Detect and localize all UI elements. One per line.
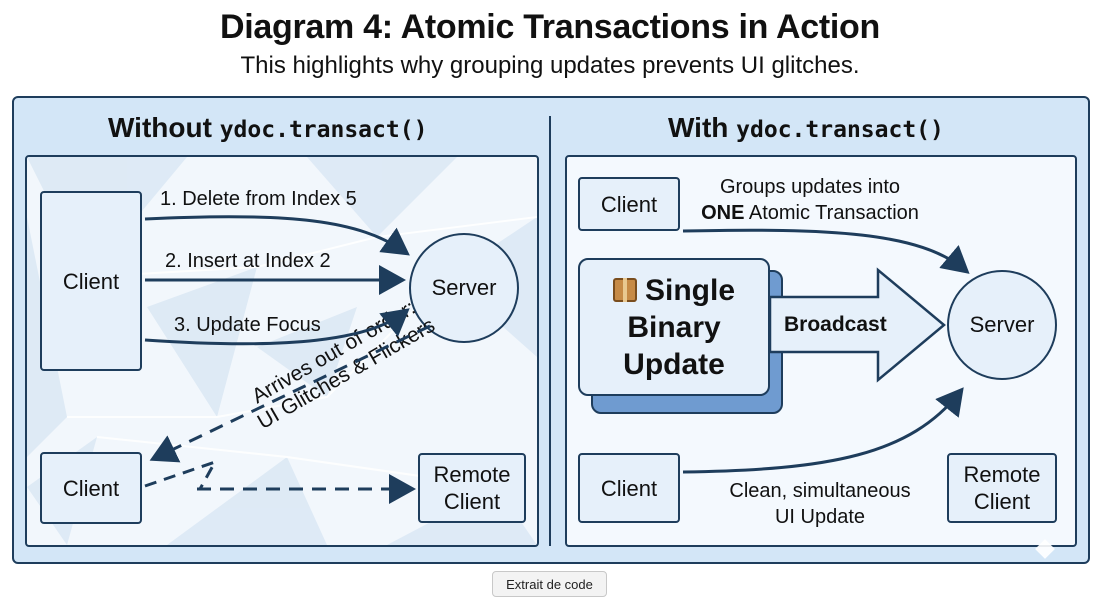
dashed-bottom-client-link: [144, 459, 219, 490]
right-title-prefix: With: [668, 112, 737, 143]
client-node-bottom-left: Client: [40, 452, 142, 524]
step-1-arrow: [144, 215, 410, 256]
single-line2: Binary: [627, 310, 721, 344]
clean-line2: UI Update: [774, 506, 866, 528]
step-3-arrow: [144, 308, 410, 346]
groups-line2: ONE Atomic Transaction: [690, 200, 930, 226]
panel-divider: [549, 116, 551, 546]
groups-bold: ONE: [701, 202, 745, 224]
remote-client-line1: Remote: [963, 462, 1041, 487]
server-node-left: Server: [409, 233, 519, 343]
left-title-prefix: Without: [108, 112, 220, 143]
right-title-code: ydoc.transact(): [736, 117, 944, 143]
step-2-label: 2. Insert at Index 2: [165, 250, 331, 272]
diagram-subtitle: This highlights why grouping updates pre…: [240, 52, 860, 79]
package-icon: [612, 277, 637, 302]
client-node-bottom-right: Client: [578, 453, 680, 523]
remote-client-line2: Client: [973, 489, 1031, 514]
clean-update-label: Clean, simultaneous UI Update: [700, 478, 940, 530]
left-panel-title: Without ydoc.transact(): [108, 112, 427, 144]
server-node-right: Server: [947, 270, 1057, 380]
out-of-order-arrow: [149, 324, 431, 463]
diagram-title: Diagram 4: Atomic Transactions in Action: [220, 8, 880, 46]
right-panel-title: With ydoc.transact(): [668, 112, 944, 144]
client-node-top-left: Client: [40, 191, 142, 371]
step-3-label: 3. Update Focus: [174, 314, 321, 336]
remote-client-node-left: Remote Client: [418, 453, 526, 523]
groups-line1: Groups updates into: [719, 176, 901, 198]
single-line1: Single: [644, 273, 735, 307]
groups-updates-label: Groups updates into ONE Atomic Transacti…: [690, 174, 930, 226]
transaction-arrow: [682, 228, 970, 274]
remote-client-node-right: Remote Client: [947, 453, 1057, 523]
broadcast-label: Broadcast: [784, 313, 887, 336]
clean-line1: Clean, simultaneous: [729, 480, 911, 502]
single-line1-wrap: Single: [612, 272, 735, 309]
broadcast-arrow: [768, 267, 946, 383]
client-node-top-right: Client: [578, 177, 680, 231]
step-1-label: 1. Delete from Index 5: [160, 188, 357, 210]
single-line3: Update: [623, 347, 725, 381]
remote-client-line2: Client: [443, 489, 501, 514]
remote-client-line1: Remote: [433, 462, 511, 487]
groups-rest: Atomic Transaction: [744, 202, 919, 224]
clean-update-arrow: [682, 387, 964, 474]
left-title-code: ydoc.transact(): [219, 117, 428, 143]
code-extract-button[interactable]: Extrait de code: [492, 571, 607, 597]
